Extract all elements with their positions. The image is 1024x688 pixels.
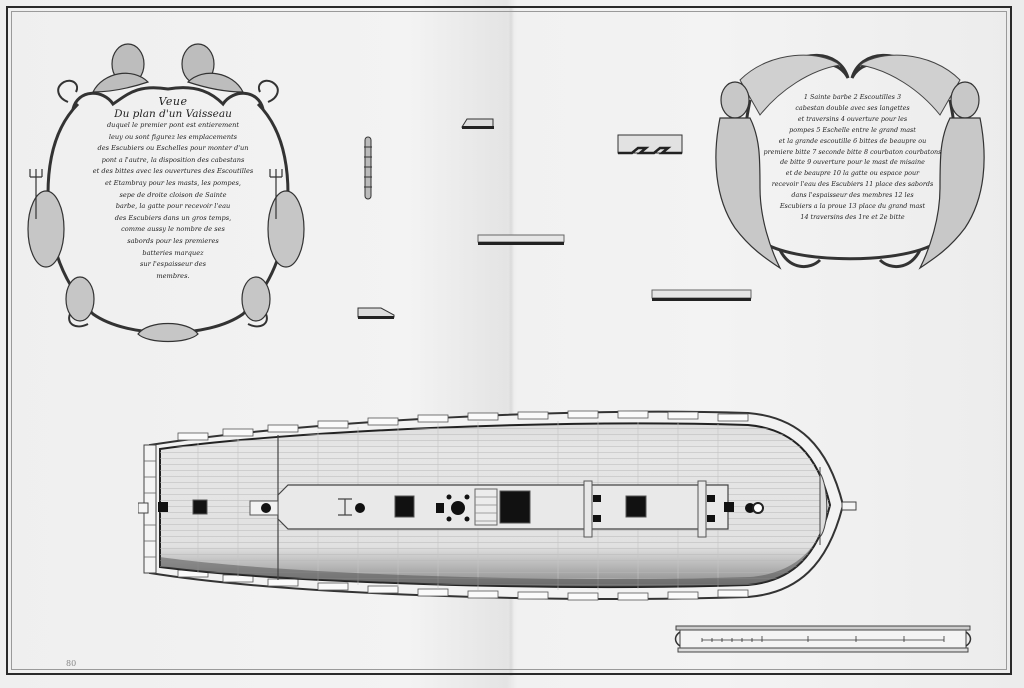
legend-line: premiere bitte 7 seconde bitte 8 courbat… — [763, 147, 942, 156]
legend-line: dans l'espaisseur des membres 12 les — [791, 191, 914, 200]
scale-bar — [674, 625, 972, 653]
cartouche-subtitle: Du plan d'un Vaisseau — [114, 108, 232, 120]
legend-line: et la grande escoutille 6 bittes de beau… — [778, 136, 927, 145]
cleat-detail-icon — [461, 118, 494, 129]
cartouche-line: et Etambray pour les masts, les pompes, — [105, 178, 241, 187]
legend-line: pompes 5 Eschelle entre le grand mast — [789, 125, 916, 134]
mermaid-shield-ornament-icon — [715, 53, 985, 270]
legend-line: cabestan double avec ses langettes — [795, 103, 910, 112]
cartouche-line: et des bittes avec les ouvertures des Es… — [92, 167, 254, 176]
stanchion-detail-icon — [364, 136, 372, 200]
legend-line: et de beaupre 10 la gatte ou espace pour — [785, 169, 920, 178]
cartouche-line: pont a l'autre, la disposition des cabes… — [101, 155, 245, 164]
cartouche-line: barbe, la gatte pour recevoir l'eau — [115, 202, 231, 211]
cartouche-line: sur l'espaisseur des — [139, 260, 207, 269]
cartouche-title: Veue — [158, 95, 188, 108]
beam-detail-icon — [477, 234, 565, 245]
cartouche-left: Veue Du plan d'un Vaisseau duquel le pre… — [18, 34, 318, 350]
cartouche-line: des Escubiers dans un gros temps, — [114, 213, 232, 222]
cartouche-line: comme aussy le nombre de ses — [121, 225, 225, 234]
cartouche-line: des Escubiers ou Eschelles pour monter d… — [97, 144, 249, 153]
plate-number: 80 — [66, 659, 77, 668]
cartouche-line: sabords pour les premieres — [127, 236, 219, 245]
legend-line: de bitte 9 ouverture pour le mast de mis… — [780, 158, 925, 167]
bitt-crosspiece-detail-icon — [617, 134, 683, 155]
cartouche-left-text: Veue Du plan d'un Vaisseau duquel le pre… — [68, 96, 278, 282]
cartouche-line: duquel le premier pont est entierement — [106, 121, 240, 129]
cartouche-right: 1 Sainte barbe 2 Escoutilles 3 cabestan … — [700, 40, 1000, 290]
legend-line: recevoir l'eau des Escubiers 11 place de… — [771, 180, 934, 189]
beam-long-detail-icon — [651, 289, 752, 301]
cartouche-line: leuy ou sont figurez les emplacements — [108, 132, 238, 141]
legend-line: 14 traversins des 1re et 2e bitte — [800, 212, 905, 221]
plate-border-outer — [6, 6, 1012, 675]
legend-line: 1 Sainte barbe 2 Escoutilles 3 — [803, 93, 902, 101]
cartouche-right-text: 1 Sainte barbe 2 Escoutilles 3 cabestan … — [750, 92, 955, 223]
chock-detail-icon — [357, 307, 395, 319]
center-fold — [508, 8, 514, 676]
cartouche-line: sepe de droite cloison de Sainte — [119, 190, 227, 199]
ship-deck-plan — [138, 410, 857, 601]
cartouche-line: batteries marquez — [142, 248, 204, 257]
legend-line: et traversins 4 ouverture pour les — [797, 114, 908, 123]
legend-line: Escubiers a la proue 13 place du grand m… — [779, 202, 926, 211]
baroque-frame-ornament-icon — [27, 43, 305, 343]
plate-border-inner — [11, 11, 1007, 670]
cartouche-line: membres. — [156, 271, 190, 280]
